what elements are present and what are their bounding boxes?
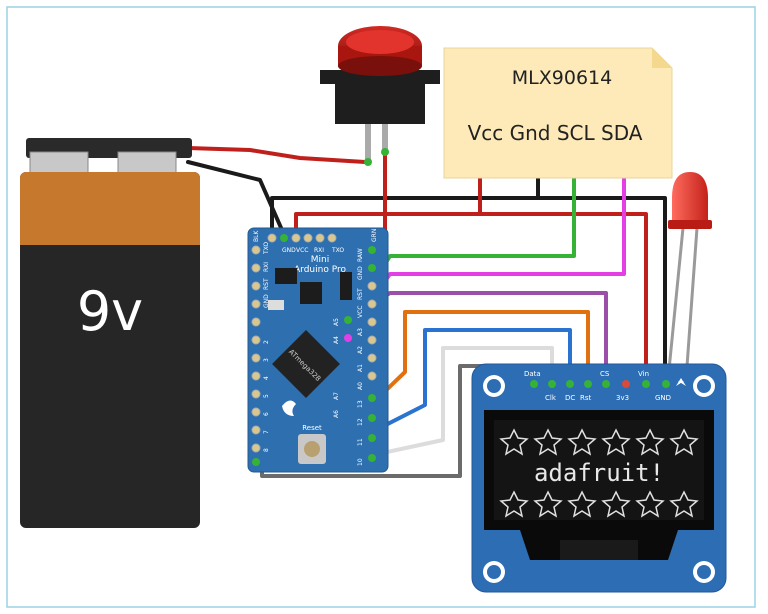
left-pin-label: RST — [263, 278, 270, 290]
right-pin-label: A3 — [357, 328, 364, 336]
battery-9v: 9v — [20, 138, 200, 528]
left-pin-header: TXO RXI RST GND 2 3 4 5 6 7 8 — [251, 242, 270, 466]
top-pin-header: BLK GND VCC RXI TXO GRN — [253, 229, 378, 254]
oled-text: adafruit! — [534, 459, 664, 487]
left-pin-label: 4 — [263, 376, 270, 380]
arduino-pro-mini: Mini Arduino Pro ATmega328 Reset BLK GND… — [247, 227, 389, 473]
oled-screen — [494, 420, 704, 520]
left-pin-label: TXO — [263, 242, 270, 255]
oled-pin-header: Data Clk DC Rst CS 3v3 Vin GND — [524, 370, 686, 402]
right-pin-header: RAW GND RST VCC A3 A2 A1 A0 13 12 11 10 — [357, 246, 377, 466]
top-pin-label: RXI — [314, 247, 324, 254]
left-pin-label: 7 — [263, 430, 270, 434]
battery-terminal-right — [117, 151, 177, 175]
button-leg-left — [365, 124, 371, 162]
battery-body — [20, 172, 200, 528]
right-pin-label: A1 — [357, 364, 364, 372]
sensor-pin-labels: Vcc Gnd SCL SDA — [468, 121, 643, 145]
wire-red-bus — [294, 212, 648, 374]
oled-pin-label: Clk — [545, 394, 557, 402]
arduino-label-pro: Arduino Pro — [294, 265, 346, 275]
wire-black-bus — [270, 196, 667, 372]
left-pin-label: 3 — [263, 358, 270, 362]
oled-pin-label: Vin — [638, 370, 649, 378]
top-pin-label: VCC — [296, 247, 308, 254]
oled-pin-label: GND — [655, 394, 671, 402]
side-pin-label: A6 — [333, 410, 340, 418]
right-pin-label: A2 — [357, 346, 364, 354]
left-pin-label: 5 — [263, 394, 270, 398]
side-pin-label: A5 — [333, 318, 340, 326]
wire-orange — [376, 310, 590, 400]
arduino-label-mini: Mini — [311, 255, 329, 265]
right-pin-label: 13 — [357, 400, 364, 408]
oled-stars-bottom — [499, 490, 699, 518]
left-pin-label: 6 — [263, 412, 270, 416]
canvas-frame — [6, 6, 756, 608]
side-pin-label: A7 — [333, 392, 340, 400]
sensor-note — [443, 47, 673, 179]
right-pin-label: RAW — [357, 248, 364, 262]
oled-display: Data Clk DC Rst CS 3v3 Vin GND adafruit! — [471, 363, 727, 593]
left-pin-label: 2 — [263, 340, 270, 344]
push-button — [320, 26, 440, 166]
wire-white — [376, 346, 554, 456]
left-pin-label: GND — [263, 294, 270, 308]
right-pin-label: 10 — [357, 458, 364, 466]
right-pin-label: GND — [357, 266, 364, 280]
sensor-title: MLX90614 — [512, 67, 612, 89]
battery-label: 9v — [77, 280, 143, 343]
button-leg-right — [382, 124, 388, 154]
red-led — [668, 172, 712, 229]
right-pin-label: A0 — [357, 382, 364, 390]
wire-led-leg-2 — [684, 226, 699, 382]
sparkfun-logo — [282, 400, 296, 416]
oled-pin-label: DC — [565, 394, 575, 402]
wire-red-battery — [186, 146, 367, 164]
top-pin-label: TXO — [331, 247, 344, 254]
reset-button: Reset — [298, 424, 326, 464]
battery-copper-band — [20, 172, 200, 258]
oled-pin-label: Data — [524, 370, 541, 378]
oled-pin-label: Rst — [580, 394, 592, 402]
reset-label: Reset — [302, 424, 322, 432]
sensor-mlx90614: MLX90614 Vcc Gnd SCL SDA — [443, 47, 673, 179]
atmega-chip: ATmega328 — [272, 330, 340, 398]
right-pin-label: 12 — [357, 418, 364, 426]
oled-pin-label: 3v3 — [616, 394, 629, 402]
adafruit-star-icon — [676, 378, 686, 386]
left-pin-label: 8 — [263, 448, 270, 452]
oled-stars-top — [499, 428, 699, 456]
wire-led-leg-1 — [666, 226, 685, 382]
button-base — [320, 70, 440, 124]
right-pin-label: VCC — [357, 306, 364, 318]
top-pin-label: GND — [282, 247, 296, 254]
side-pin-label: A4 — [333, 336, 340, 344]
right-pin-label: RST — [357, 288, 364, 300]
right-pin-label: 11 — [357, 438, 364, 446]
top-pin-label: BLK — [253, 230, 260, 242]
battery-terminal-left — [29, 151, 89, 175]
led-dome — [672, 172, 708, 222]
wire-blue — [370, 328, 572, 434]
analog-side-pins: A5 A4 A7 A6 — [333, 316, 352, 418]
top-pin-label: GRN — [371, 229, 378, 242]
oled-pin-label: CS — [600, 370, 610, 378]
left-pin-label: RXI — [263, 262, 270, 272]
